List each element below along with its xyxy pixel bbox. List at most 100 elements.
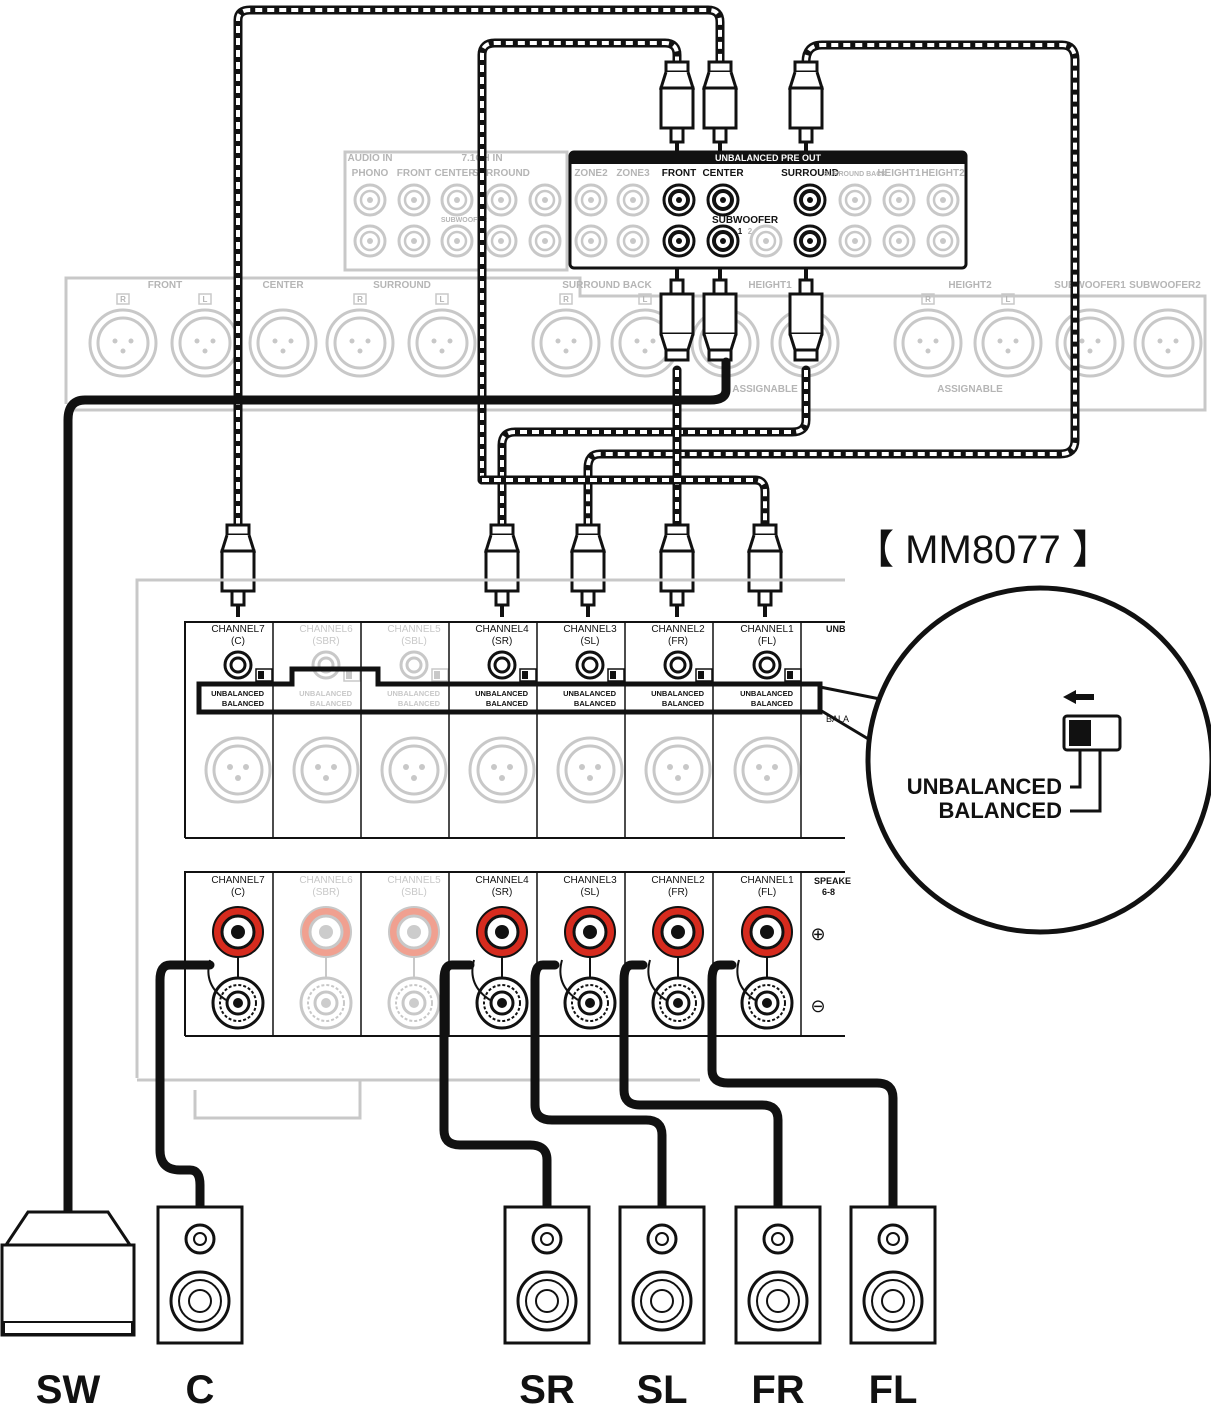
xlr-socket xyxy=(531,308,601,378)
speaker-terminal-plus xyxy=(476,906,528,958)
xlr-channel-side-label: L xyxy=(643,295,648,304)
amp-channel-sbl: CHANNEL5(SBL)UNBALANCEDBALANCEDCHANNEL5(… xyxy=(380,624,449,1030)
rca-plug xyxy=(658,60,696,154)
amp-channel-fl: CHANNEL1(FL)UNBALANCEDBALANCEDCHANNEL1(F… xyxy=(733,624,802,1030)
amp-channel-name: CHANNEL2 xyxy=(651,624,705,635)
amp-terminal-sub: (SR) xyxy=(492,887,513,898)
preout-center-jack xyxy=(706,183,740,217)
rca-jack xyxy=(528,183,562,217)
power-amplifier: CHANNEL7(C)UNBALANCEDBALANCEDCHANNEL7(C)… xyxy=(135,578,851,1120)
rca-plug xyxy=(701,60,739,154)
rca-plug xyxy=(702,268,738,362)
preout-height2-label: HEIGHT2 xyxy=(921,168,965,179)
multi-in-sub-label: SUBWOOFER xyxy=(441,217,487,224)
dashed-rca-cable xyxy=(477,38,682,485)
phono-label: PHONO xyxy=(352,168,389,179)
rca-jack xyxy=(838,224,872,258)
amp-channel-name: CHANNEL7 xyxy=(211,624,265,635)
speaker-sw: SW xyxy=(0,1210,136,1412)
rca-jack xyxy=(440,183,474,217)
amp-terminal-sub: (SBL) xyxy=(401,887,427,898)
rca-plug xyxy=(658,523,696,617)
speaker-terminal-minus xyxy=(651,976,705,1030)
rca-jack xyxy=(484,224,518,258)
unbalanced-label: UNBALANCED xyxy=(563,689,616,698)
xlr-surround-label: SURROUND xyxy=(373,280,431,291)
amp-channel-name: CHANNEL4 xyxy=(475,624,529,635)
amp-terminal-name: CHANNEL7 xyxy=(211,875,265,886)
rca-plug xyxy=(788,268,824,362)
zoom-balanced-label: BALANCED xyxy=(939,798,1062,823)
preout-front-r-jack xyxy=(662,183,696,217)
preout-surround-r-jack xyxy=(793,183,827,217)
rca-jack xyxy=(926,183,960,217)
xlr-channel-side-label: L xyxy=(440,295,445,304)
speaker-label: SR xyxy=(519,1368,575,1412)
xlr-surround-back-label: SURROUND BACK xyxy=(562,280,652,291)
xlr-channel-side-label: R xyxy=(120,295,126,304)
speaker-terminal-minus xyxy=(299,976,353,1030)
speaker-terminal-plus xyxy=(212,906,264,958)
model-label: 【 MM8077 】 xyxy=(854,528,1112,572)
amp-xlr-input xyxy=(644,736,712,804)
preout-surround-back-label: SURROUND BACK xyxy=(824,171,887,178)
amp-terminal-name: CHANNEL4 xyxy=(475,875,529,886)
preout-front-l-jack xyxy=(662,224,696,258)
rca-jack xyxy=(838,183,872,217)
preout-surround-label: SURROUND xyxy=(781,168,839,179)
amp-xlr-input xyxy=(204,736,272,804)
unbalanced-label: UNBALANCED xyxy=(651,689,704,698)
ohm-cut-label: 6-8 xyxy=(822,887,835,897)
xlr-socket xyxy=(1055,308,1125,378)
dashed-rca-cable xyxy=(497,365,811,530)
zone3-label: ZONE3 xyxy=(616,168,650,179)
speaker-label: SL xyxy=(636,1368,687,1412)
multi-in-front-label: FRONT xyxy=(397,168,431,179)
unbalanced-label: UNBALANCED xyxy=(299,689,352,698)
rca-jack xyxy=(440,224,474,258)
multi-in-center-label: CENTER xyxy=(434,168,476,179)
speaker-label: SW xyxy=(36,1368,101,1412)
rca-plug xyxy=(569,523,607,617)
preout-height1-label: HEIGHT1 xyxy=(877,168,921,179)
rca-jack xyxy=(882,183,916,217)
preout-subwoofer2-jack xyxy=(749,224,783,258)
speaker-terminal-plus xyxy=(652,906,704,958)
amp-channel-sub: (FR) xyxy=(668,636,688,647)
speaker-terminal-minus xyxy=(563,976,617,1030)
subwoofer-cable xyxy=(63,357,731,1220)
amp-channel-sub: (C) xyxy=(231,636,245,647)
plus-symbol: ⊕ xyxy=(810,924,825,944)
sl-cable xyxy=(530,960,667,1212)
rca-plug xyxy=(483,523,521,617)
rca-plug xyxy=(787,60,825,154)
unbalanced-label: UNBALANCED xyxy=(740,689,793,698)
xlr-channel-side-label: R xyxy=(357,295,363,304)
avr-preout-panel: AUDIO IN PHONO 7.1CH IN FRONT CENTER SUR… xyxy=(343,150,968,272)
speaker-terminal-plus xyxy=(300,906,352,958)
xlr-subwoofer1-label: SUBWOOFER1 xyxy=(1054,280,1126,291)
xlr-socket xyxy=(88,308,158,378)
rca-jack xyxy=(353,224,387,258)
xlr-channel-side-label: L xyxy=(1006,295,1011,304)
amp-xlr-input xyxy=(292,736,360,804)
xlr-center-label: CENTER xyxy=(262,280,304,291)
preout-center-label: CENTER xyxy=(702,168,744,179)
speaker-sl: SL xyxy=(618,1205,706,1412)
amp-terminal-sub: (FR) xyxy=(668,887,688,898)
unbalanced-cut-label: UNB xyxy=(826,624,846,634)
speaker-label: FL xyxy=(869,1368,918,1412)
rca-jack xyxy=(397,183,431,217)
balanced-label: BALANCED xyxy=(222,699,265,708)
speaker-terminal-plus xyxy=(388,906,440,958)
speaker-terminal-minus xyxy=(387,976,441,1030)
rca-plug xyxy=(746,523,784,617)
speaker-terminal-minus xyxy=(211,976,265,1030)
balanced-label: BALANCED xyxy=(574,699,617,708)
xlr-socket xyxy=(973,308,1043,378)
fr-cable xyxy=(619,960,783,1212)
amp-channel-name: CHANNEL3 xyxy=(563,624,617,635)
amp-terminal-name: CHANNEL5 xyxy=(387,875,441,886)
amp-terminal-name: CHANNEL3 xyxy=(563,875,617,886)
switch-outline xyxy=(196,666,823,715)
